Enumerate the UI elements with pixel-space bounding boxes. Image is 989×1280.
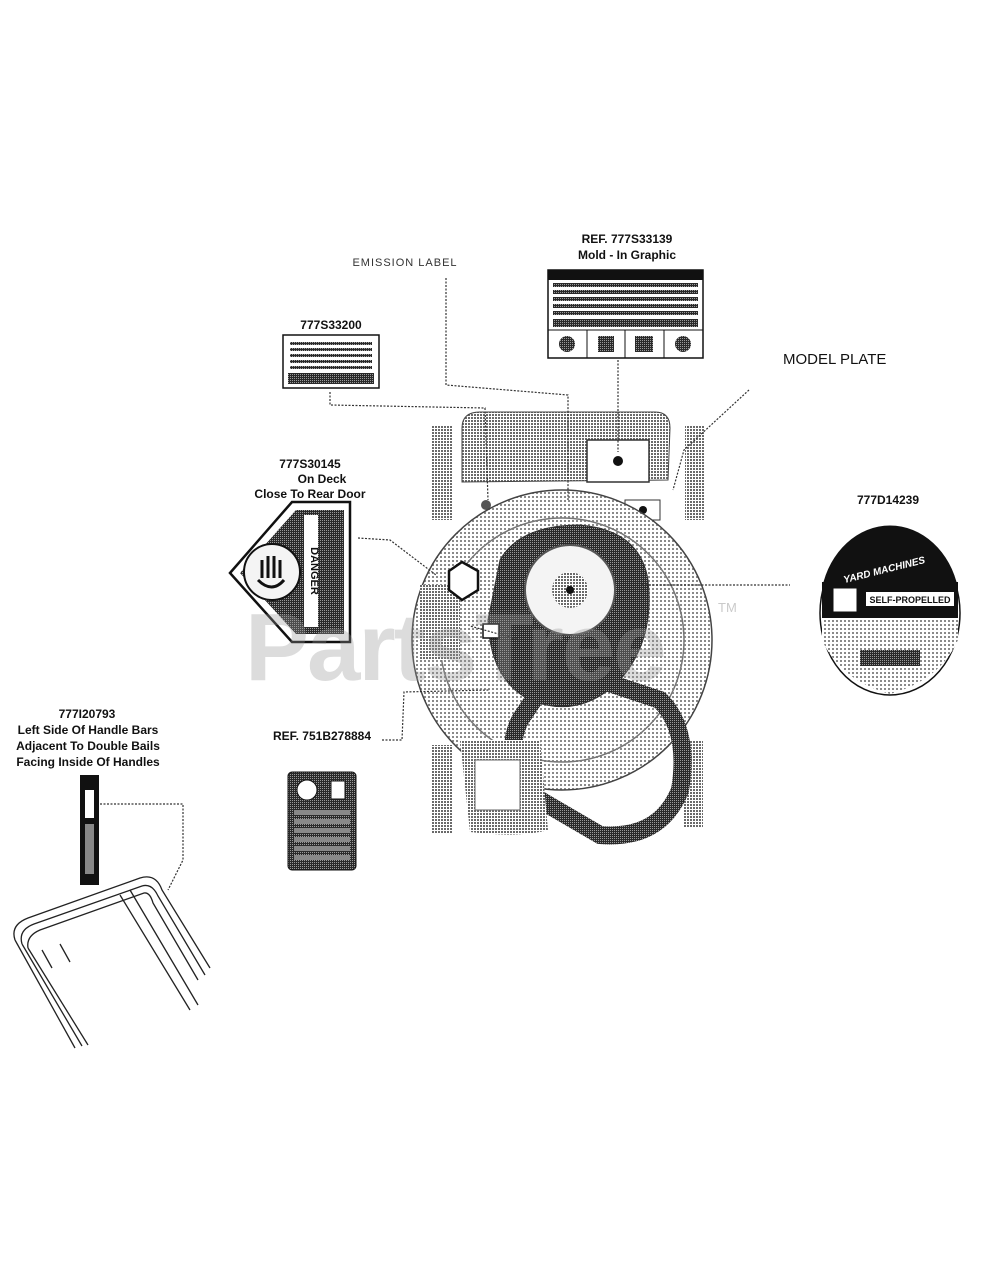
wheel-front-left: [432, 745, 452, 833]
label-handle-line3: Facing Inside Of Handles: [16, 755, 160, 769]
label-on-deck: On Deck: [298, 472, 347, 486]
wheel-rear-left: [432, 425, 452, 520]
label-777s30145: 777S30145: [279, 457, 341, 471]
model-plate-recess: [586, 439, 650, 483]
decal-777s33200: [282, 334, 380, 389]
wheel-rear-right: [685, 425, 705, 520]
self-propelled-text: SELF-PROPELLED: [869, 595, 951, 605]
decal-777s30145-danger: DANGER: [228, 500, 352, 644]
mower-deck-drawing: [411, 411, 713, 845]
decal-777d14239-round: [819, 525, 961, 696]
watermark-tm: TM: [718, 600, 737, 615]
label-close-to-rear-door: Close To Rear Door: [254, 487, 365, 501]
watermark: PartsTree: [245, 594, 665, 701]
decal-751b278884-fuel: [287, 771, 357, 871]
label-mold-in-graphic: Mold - In Graphic: [578, 248, 676, 262]
danger-word: DANGER: [308, 547, 320, 595]
leader-lines: [100, 278, 790, 891]
label-777i20793: 777I20793: [59, 707, 116, 721]
label-777d14239: 777D14239: [857, 493, 919, 507]
label-ref-777s33139: REF. 777S33139: [582, 232, 673, 246]
label-handle-line1: Left Side Of Handle Bars: [18, 723, 159, 737]
decal-777i20793-strip: [80, 775, 99, 885]
label-handle-line2: Adjacent To Double Bails: [16, 739, 160, 753]
label-emission: EMISSION LABEL: [352, 257, 457, 269]
label-model-plate: MODEL PLATE: [783, 351, 886, 368]
label-777s33200: 777S33200: [300, 318, 362, 332]
decal-777s33139: [547, 269, 704, 359]
hand-warning-icon: [243, 543, 301, 601]
label-ref-751b278884: REF. 751B278884: [273, 729, 371, 743]
handle-bars: [13, 876, 211, 1049]
